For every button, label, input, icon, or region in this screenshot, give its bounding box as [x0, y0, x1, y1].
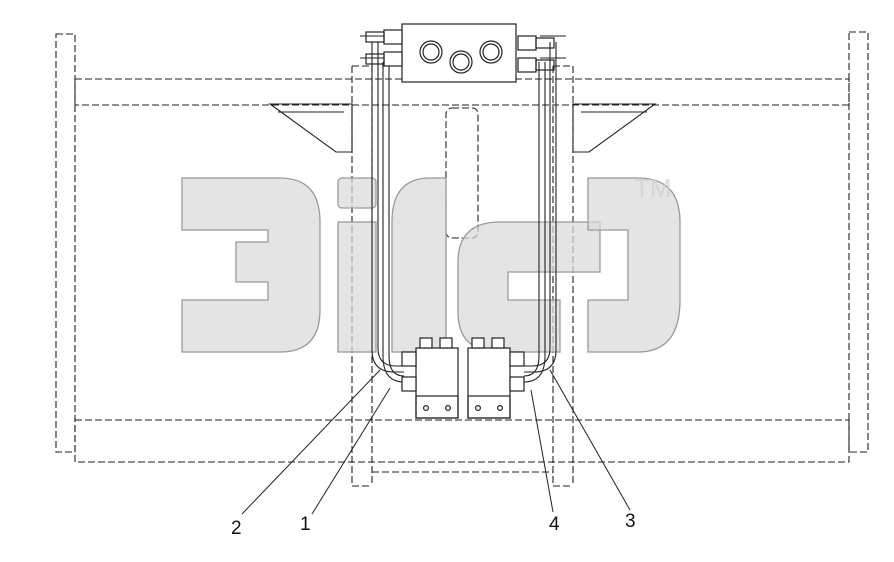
callout-3: 3 [625, 511, 636, 532]
top-beam [74, 78, 850, 106]
fitting-top-right-1 [517, 35, 537, 51]
watermark-letter-i-dot [337, 177, 377, 209]
leader-lines [241, 369, 631, 515]
left-post [55, 33, 76, 453]
bottom-beam [74, 419, 850, 463]
leader-1 [311, 387, 391, 515]
callout-1: 1 [300, 514, 311, 535]
cylinder-blocks [401, 337, 525, 419]
valve-block [365, 23, 555, 83]
left-inner-tube [382, 62, 405, 383]
watermark-letter-p [587, 177, 681, 353]
watermark: TM [181, 173, 681, 353]
right-inner-tube [523, 62, 546, 383]
fitting-3 [509, 376, 525, 392]
watermark-letter-i [337, 221, 377, 353]
left-cylinder-block [415, 347, 459, 419]
watermark-letter-c [457, 221, 601, 353]
right-gusset [572, 103, 657, 153]
right-cylinder-block [467, 347, 511, 419]
fitting-top-right-2 [517, 57, 537, 73]
left-gusset [268, 103, 353, 153]
leader-3 [549, 369, 631, 511]
watermark-letter-t [391, 177, 447, 353]
fitting-top-left-2 [383, 51, 403, 67]
watermark-letter-e [181, 177, 321, 353]
leader-2 [241, 369, 381, 515]
fitting-4 [509, 351, 525, 367]
trademark-symbol: TM [634, 173, 672, 203]
leader-4 [530, 389, 554, 513]
hydraulic-lines [360, 35, 566, 383]
fitting-1 [401, 376, 417, 392]
fitting-top-left-1 [383, 29, 403, 45]
right-post [848, 31, 869, 453]
callout-2: 2 [231, 518, 242, 539]
gussets [268, 103, 657, 153]
center-slot [445, 107, 479, 239]
fitting-2 [401, 351, 417, 367]
callouts: 2 1 4 3 [231, 511, 636, 539]
callout-4: 4 [549, 514, 560, 535]
